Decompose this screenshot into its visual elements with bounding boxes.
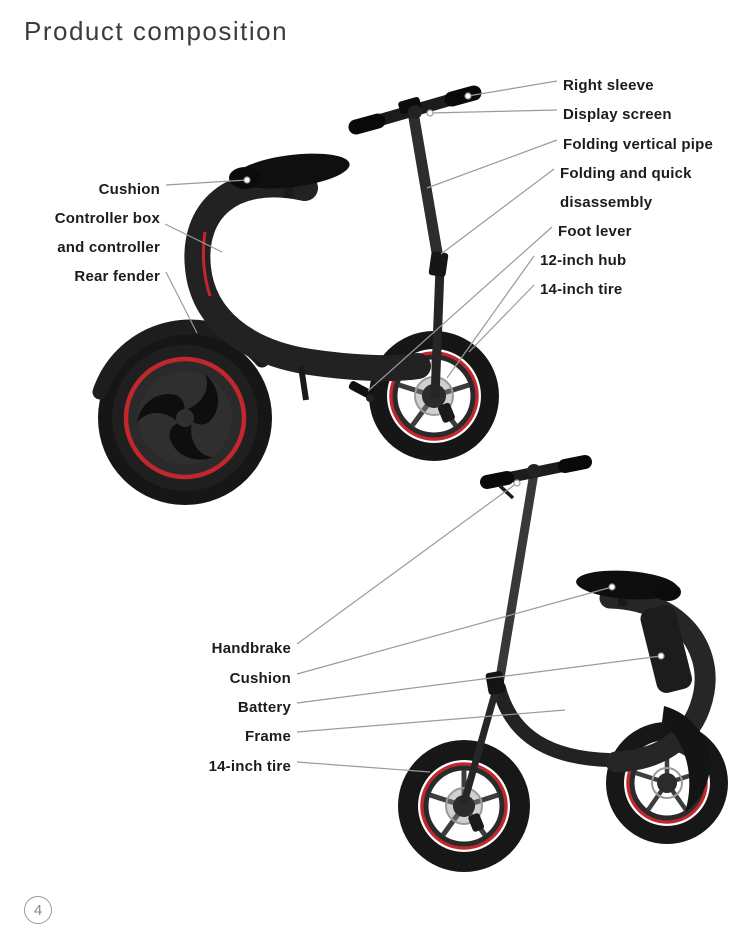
label-controller-box-line2: and controller [57, 239, 160, 256]
scooter-bottom-rear-fender [662, 706, 711, 812]
scooter-bottom-front-wheel [398, 740, 530, 872]
rear-hub-spinner [136, 371, 232, 465]
scooter-bottom-seat [576, 570, 681, 606]
leader-right-sleeve [467, 80, 558, 97]
leader-handbrake [296, 482, 518, 645]
leader-lines [164, 80, 665, 773]
leader-cushion-top [165, 179, 248, 186]
scooter-top-rear-wheel [98, 331, 272, 505]
scooter-bottom-handbrake-lever [498, 484, 515, 500]
scooter-bottom-illustration [398, 455, 728, 872]
leader-foot-lever [367, 226, 553, 392]
leader-display-screen [429, 109, 558, 114]
label-controller-box: Controller box and controller [0, 204, 160, 262]
page-number: 4 [33, 901, 43, 919]
leader-cushion-bottom [296, 586, 613, 675]
label-14-inch-tire-top: 14-inch tire [540, 281, 623, 298]
page-title: Product composition [24, 16, 289, 46]
leader-folding-vertical-pipe [426, 139, 558, 189]
scooter-top-kickstand [298, 365, 309, 401]
scooter-top-frame [184, 171, 431, 382]
leader-14-inch-tire-top [468, 284, 535, 353]
leader-folding-quick-disassembly [440, 168, 555, 255]
leader-controller-box [164, 223, 223, 253]
scooter-bottom-bottom-tube [492, 681, 615, 767]
label-battery: Battery [237, 699, 291, 716]
scooter-bottom-steering [460, 455, 592, 804]
label-display-screen: Display screen [563, 106, 672, 123]
label-rear-fender: Rear fender [74, 268, 160, 285]
scooter-top-foot-peg [366, 394, 374, 402]
scooter-top-red-stripe [201, 231, 212, 297]
scooter-top-illustration [92, 85, 499, 505]
label-folding-quick-line1: Folding and quick [560, 165, 692, 182]
label-right-sleeve: Right sleeve [563, 77, 654, 94]
page-number-badge: 4 [24, 896, 52, 924]
label-folding-quick-line2: disassembly [560, 194, 653, 211]
label-cushion-bottom: Cushion [229, 670, 291, 687]
leader-rear-fender [165, 271, 198, 334]
leader-14-inch-tire-bottom [296, 761, 431, 773]
leader-frame [296, 709, 566, 733]
label-foot-lever: Foot lever [558, 223, 632, 240]
label-folding-vertical-pipe: Folding vertical pipe [563, 136, 714, 153]
label-folding-quick-disassembly: Folding and quick disassembly [560, 159, 692, 217]
label-frame: Frame [244, 728, 291, 745]
label-controller-box-line1: Controller box [54, 210, 160, 227]
label-cushion-top: Cushion [98, 181, 160, 198]
scooter-top-steering [348, 85, 482, 399]
leader-battery [296, 655, 662, 704]
label-14-inch-tire-bottom: 14-inch tire [208, 758, 291, 775]
label-handbrake: Handbrake [211, 640, 291, 657]
label-12-inch-hub: 12-inch hub [540, 252, 627, 269]
scooter-top-foot-lever [348, 381, 374, 400]
scooter-top-folding-clamp [428, 251, 449, 277]
scooter-bottom-battery [640, 605, 692, 693]
leader-12-inch-hub [446, 255, 535, 379]
